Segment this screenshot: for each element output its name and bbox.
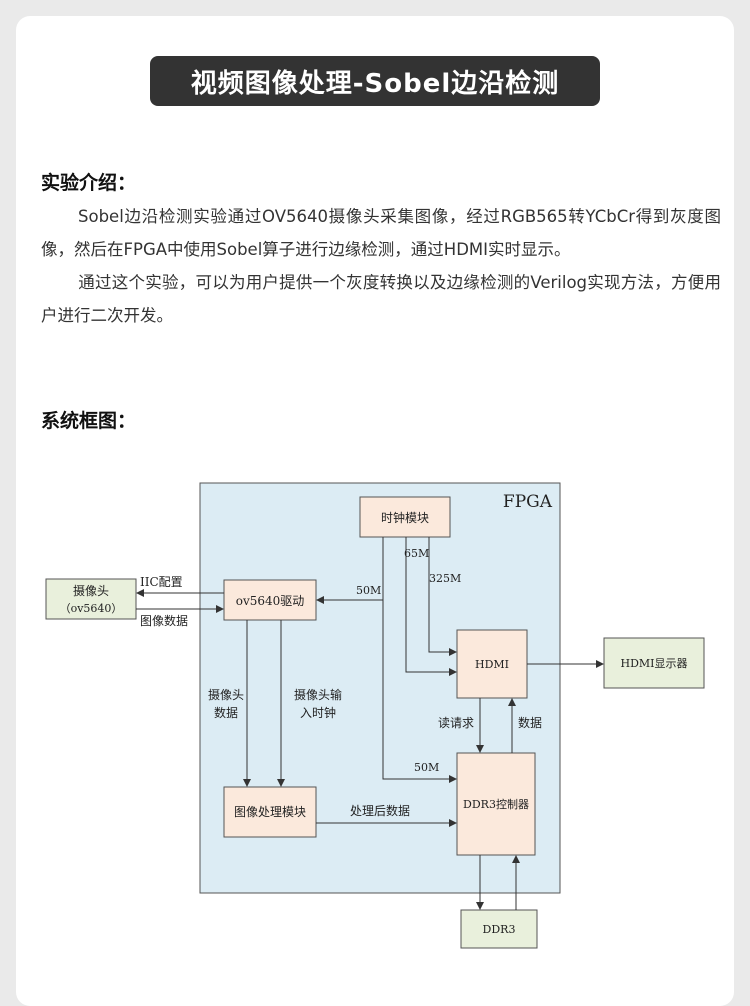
intro-paragraph-1-text: Sobel边沿检测实验通过OV5640摄像头采集图像，经过RGB565转YCbC…	[41, 207, 721, 259]
clock-module	[359, 496, 451, 538]
ddr3-controller-label: DDR3控制器	[463, 797, 529, 811]
clock-module-label: 时钟模块	[381, 510, 429, 525]
camera-data-label-line1: 摄像头	[208, 687, 244, 702]
hdmi-display-label: HDMI显示器	[620, 657, 687, 670]
ddr3-controller-module	[456, 752, 536, 856]
image-processing-module	[223, 786, 317, 838]
intro-heading: 实验介绍：	[41, 172, 137, 194]
iic-config-label: IIC配置	[140, 575, 183, 589]
camera-label-line2: （ov5640）	[60, 602, 123, 615]
system-block-diagram: FPGA 时钟模块 摄像头 （ov5640） ov5640驱动 HDMI HDM…	[40, 475, 720, 955]
camera-clock-label-line1: 摄像头输	[294, 687, 342, 702]
ddr3-block	[460, 909, 538, 949]
camera-label-line1: 摄像头	[73, 583, 109, 598]
clock-65m-label: 65M	[404, 547, 429, 560]
camera-block	[45, 578, 137, 620]
hdmi-display-block	[603, 637, 705, 689]
hdmi-module	[456, 629, 528, 699]
processed-data-label: 处理后数据	[350, 803, 410, 818]
intro-paragraph-2: 通过这个实验，可以为用户提供一个灰度转换以及边缘检测的Verilog实现方法，方…	[41, 266, 721, 332]
clock-50m-ddr-label: 50M	[414, 761, 439, 774]
camera-data-label-line2: 数据	[214, 705, 238, 720]
intro-paragraph-1: Sobel边沿检测实验通过OV5640摄像头采集图像，经过RGB565转YCbC…	[41, 200, 721, 266]
diagram-svg: FPGA 时钟模块 摄像头 （ov5640） ov5640驱动 HDMI HDM…	[45, 482, 705, 949]
clock-50m-ov-label: 50M	[356, 584, 381, 597]
image-processing-label: 图像处理模块	[234, 805, 306, 819]
ov5640-driver-label: ov5640驱动	[236, 594, 305, 608]
camera-clock-label-line2: 入时钟	[300, 705, 336, 720]
clock-325m-arrow	[428, 537, 457, 656]
intro-paragraph-2-text: 通过这个实验，可以为用户提供一个灰度转换以及边缘检测的Verilog实现方法，方…	[41, 273, 721, 325]
clock-50m-ddr-arrow	[382, 600, 457, 783]
hdmi-module-label: HDMI	[475, 658, 509, 671]
image-data-label: 图像数据	[140, 613, 188, 628]
fpga-label: FPGA	[503, 492, 553, 512]
system-heading: 系统框图：	[41, 410, 137, 432]
ov5640-driver-module	[223, 579, 317, 621]
data-to-hdmi-label: 数据	[518, 715, 542, 730]
read-request-label: 读请求	[438, 716, 474, 730]
clock-325m-label: 325M	[429, 572, 461, 585]
ddr3-label: DDR3	[483, 923, 516, 936]
page-title: 视频图像处理-Sobel边沿检测	[150, 56, 600, 106]
clock-65m-arrow	[405, 537, 457, 676]
